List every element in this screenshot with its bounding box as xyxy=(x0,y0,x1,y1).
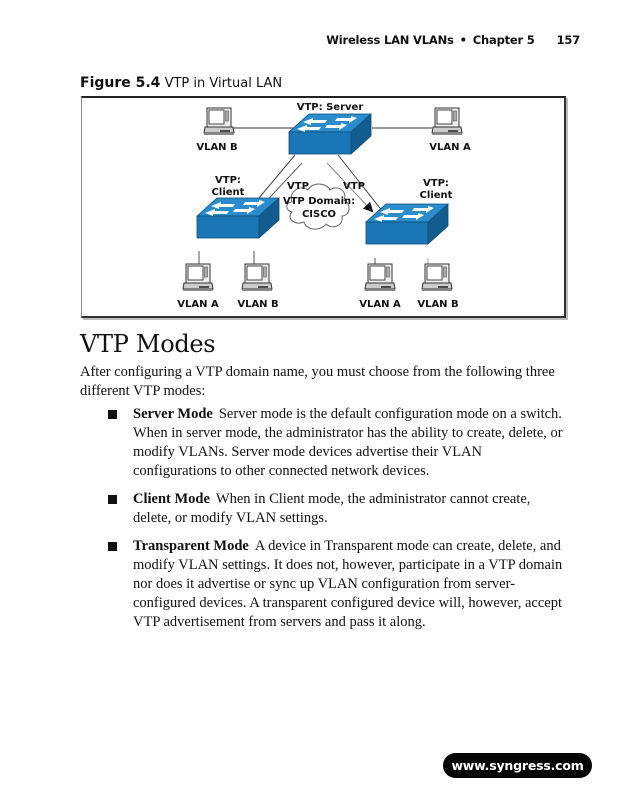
bottom-pc-label-3: VLAN A xyxy=(359,299,401,310)
vtp-arrow-right xyxy=(326,162,374,213)
pc-bottom-4-icon xyxy=(421,263,453,292)
pc-top-left-icon xyxy=(203,107,235,136)
mode-term: Client Mode xyxy=(133,491,210,507)
bottom-pc-label-2: VLAN B xyxy=(237,299,278,310)
page-number: 157 xyxy=(556,33,581,47)
right-client-label-line1: VTP: xyxy=(423,178,449,189)
mode-term: Transparent Mode xyxy=(133,538,249,554)
running-head: Wireless LAN VLANs • Chapter 5 157 xyxy=(326,33,580,47)
square-bullet-icon xyxy=(108,410,117,419)
book-section-title: Wireless LAN VLANs xyxy=(326,33,454,47)
vtp-arrow-left-label: VTP xyxy=(287,181,309,192)
left-client-switch xyxy=(196,197,280,239)
server-switch xyxy=(288,113,372,155)
pc-bottom-2-icon xyxy=(241,263,273,292)
section-heading: VTP Modes xyxy=(80,330,216,358)
figure-caption: Figure 5.4 VTP in Virtual LAN xyxy=(80,75,282,91)
mode-description: When in Client mode, the administrator c… xyxy=(133,491,531,526)
bottom-pc-label-1: VLAN A xyxy=(177,299,219,310)
vtp-domain-cloud xyxy=(286,183,350,230)
top-left-pc-label: VLAN B xyxy=(196,142,237,153)
right-client-switch xyxy=(365,203,449,245)
mode-description: Server mode is the default configuration… xyxy=(133,406,563,479)
server-switch-label: VTP: Server xyxy=(297,102,364,113)
left-client-label-line1: VTP: xyxy=(215,175,241,186)
pc-top-right-icon xyxy=(431,107,463,136)
vtp-arrow-right-label: VTP xyxy=(343,181,365,192)
cloud-label-line2: CISCO xyxy=(302,209,336,220)
left-client-label-line2: Client xyxy=(212,187,245,198)
mode-description: A device in Transparent mode can create,… xyxy=(133,538,563,630)
square-bullet-icon xyxy=(108,542,117,551)
cloud-label-line1: VTP Domain: xyxy=(283,196,355,207)
right-client-label-line2: Client xyxy=(420,190,453,201)
figure-title: VTP in Virtual LAN xyxy=(164,76,283,91)
mode-term: Server Mode xyxy=(133,406,213,422)
chapter-label: Chapter 5 xyxy=(472,33,535,47)
separator-bullet: • xyxy=(459,33,467,47)
publisher-url-badge[interactable]: www.syngress.com xyxy=(443,753,592,778)
pc-bottom-3-icon xyxy=(364,263,396,292)
top-right-pc-label: VLAN A xyxy=(429,142,471,153)
intro-paragraph: After configuring a VTP domain name, you… xyxy=(80,364,555,399)
bottom-pc-label-4: VLAN B xyxy=(417,299,458,310)
figure-number: Figure 5.4 xyxy=(80,75,161,91)
figure-diagram: VTP: Server VLAN B VLAN A VTP: Client VT… xyxy=(81,96,566,318)
pc-bottom-1-icon xyxy=(182,263,214,292)
square-bullet-icon xyxy=(108,495,117,504)
